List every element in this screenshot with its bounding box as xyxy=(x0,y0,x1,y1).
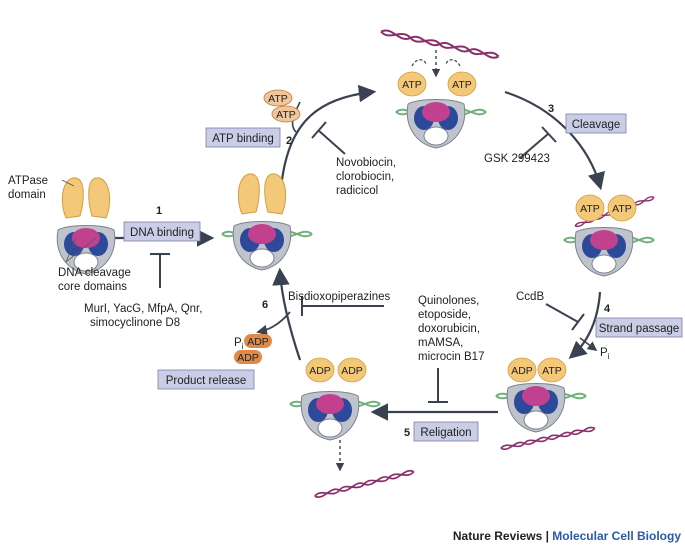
svg-text:DNA binding: DNA binding xyxy=(130,227,194,239)
svg-text:ADP: ADP xyxy=(309,365,331,377)
step-label-religation: Religation xyxy=(413,421,479,442)
inhibitors-religation-3: doxorubicin, xyxy=(418,323,480,335)
credit-line: Nature Reviews | Molecular Cell Biology xyxy=(453,529,681,543)
svg-text:ATP: ATP xyxy=(542,365,562,377)
enzyme-dna-bound xyxy=(221,173,313,271)
step-label-strand-passage: Strand passage xyxy=(595,317,683,338)
svg-text:ATP: ATP xyxy=(452,79,472,91)
inhibitor-bar-cleavage xyxy=(519,126,557,159)
inhibitor-bar-religation xyxy=(428,368,448,403)
atp-bubble-free-2: ATP xyxy=(271,105,301,123)
inhibitors-atp-binding-3: radicicol xyxy=(336,185,378,197)
inhibitors-dna-binding-2: simocyclinone D8 xyxy=(90,317,180,329)
atp-bubble-free-1: ATP xyxy=(263,89,293,107)
inhibitors-atp-binding-2: clorobiocin, xyxy=(336,171,394,183)
inhibitors-religation-4: mAMSA, xyxy=(418,337,463,349)
inhibitors-atp-binding-1: Novobiocin, xyxy=(336,157,396,169)
svg-text:ADP: ADP xyxy=(237,352,259,364)
adp-bubble-released-2: ADP xyxy=(234,350,262,364)
svg-text:Cleavage: Cleavage xyxy=(572,119,621,131)
svg-text:ADP: ADP xyxy=(341,365,363,377)
svg-text:Product release: Product release xyxy=(166,375,247,387)
step-label-cleavage: Cleavage xyxy=(565,113,627,134)
step-label-dna-binding: DNA binding xyxy=(123,221,201,242)
adp-bubble-bottom-left-1: ADP xyxy=(305,357,335,383)
adp-bubble-bottom-left-2: ADP xyxy=(337,357,367,383)
inhibitor-strand-passage: CcdB xyxy=(516,291,544,303)
svg-text:ATP: ATP xyxy=(612,203,632,215)
step-number-5: 5 xyxy=(404,427,410,439)
adp-bubble-released-1: ADP xyxy=(244,334,272,348)
svg-text:ATP binding: ATP binding xyxy=(212,133,274,145)
inhibitor-cleavage: GSK 299423 xyxy=(484,153,550,165)
adp-bubble-bottom-right: ADP xyxy=(507,357,537,383)
enzyme-strand-passed xyxy=(495,383,587,433)
inhibitors-religation-2: etoposide, xyxy=(418,309,471,321)
step-number-3: 3 xyxy=(548,103,554,115)
svg-text:ADP: ADP xyxy=(247,336,269,348)
atpase-label: ATPase xyxy=(8,175,48,187)
enzyme-atp-bound xyxy=(395,99,487,149)
pi-label-release: Pi xyxy=(234,337,244,351)
g-segment-bottom-right xyxy=(499,425,596,451)
arrow-step-4 xyxy=(568,291,602,359)
svg-text:ATP: ATP xyxy=(402,79,422,91)
svg-text:Strand passage: Strand passage xyxy=(599,323,680,335)
arrow-step-6 xyxy=(272,267,302,361)
inhibitors-religation-5: microcin B17 xyxy=(418,351,484,363)
step-number-6: 6 xyxy=(262,299,268,311)
core-domains-label: core domains xyxy=(58,281,127,293)
step-number-4: 4 xyxy=(604,303,611,315)
inhibitor-bar-strand-passage xyxy=(545,303,585,331)
dna-cleavage-label: DNA cleavage xyxy=(58,267,131,279)
atp-bubble-right-2: ATP xyxy=(607,194,637,222)
arrow-step-2 xyxy=(280,84,377,181)
atp-bubble-top-right: ATP xyxy=(447,71,477,97)
inhibitors-religation-1: Quinolones, xyxy=(418,295,479,307)
inhibitor-bar-dna-binding xyxy=(150,253,170,288)
step-label-atp-binding: ATP binding xyxy=(205,127,281,148)
atp-bubble-bottom-right: ATP xyxy=(537,357,567,383)
enzyme-free xyxy=(56,177,116,275)
svg-text:ATP: ATP xyxy=(276,109,296,121)
atp-bubble-right-1: ATP xyxy=(575,194,605,222)
arrow-product-release xyxy=(256,311,291,336)
domain-label: domain xyxy=(8,189,46,201)
svg-text:ATP: ATP xyxy=(268,93,288,105)
step-number-2: 2 xyxy=(286,135,292,147)
inhibitors-dna-binding-1: MurI, YacG, MfpA, Qnr, xyxy=(84,303,202,315)
enzyme-religated xyxy=(289,391,381,441)
inhibitor-product-release: Bisdioxopiperazines xyxy=(288,291,391,303)
pi-label-strand-passage: Pi xyxy=(600,347,610,361)
inhibitor-bar-atp-binding xyxy=(311,121,346,155)
svg-text:ADP: ADP xyxy=(511,365,533,377)
enzyme-cleaved xyxy=(563,227,655,277)
inhibitor-bar-product-release xyxy=(301,296,384,316)
svg-text:Religation: Religation xyxy=(420,427,471,439)
g-segment-released xyxy=(313,468,416,500)
step-number-1: 1 xyxy=(156,205,162,217)
g-segment-top xyxy=(379,28,500,60)
atp-bubble-top-left: ATP xyxy=(397,71,427,97)
arrow-pi-out xyxy=(579,337,598,351)
svg-text:ATP: ATP xyxy=(580,203,600,215)
step-label-product-release: Product release xyxy=(157,369,255,390)
